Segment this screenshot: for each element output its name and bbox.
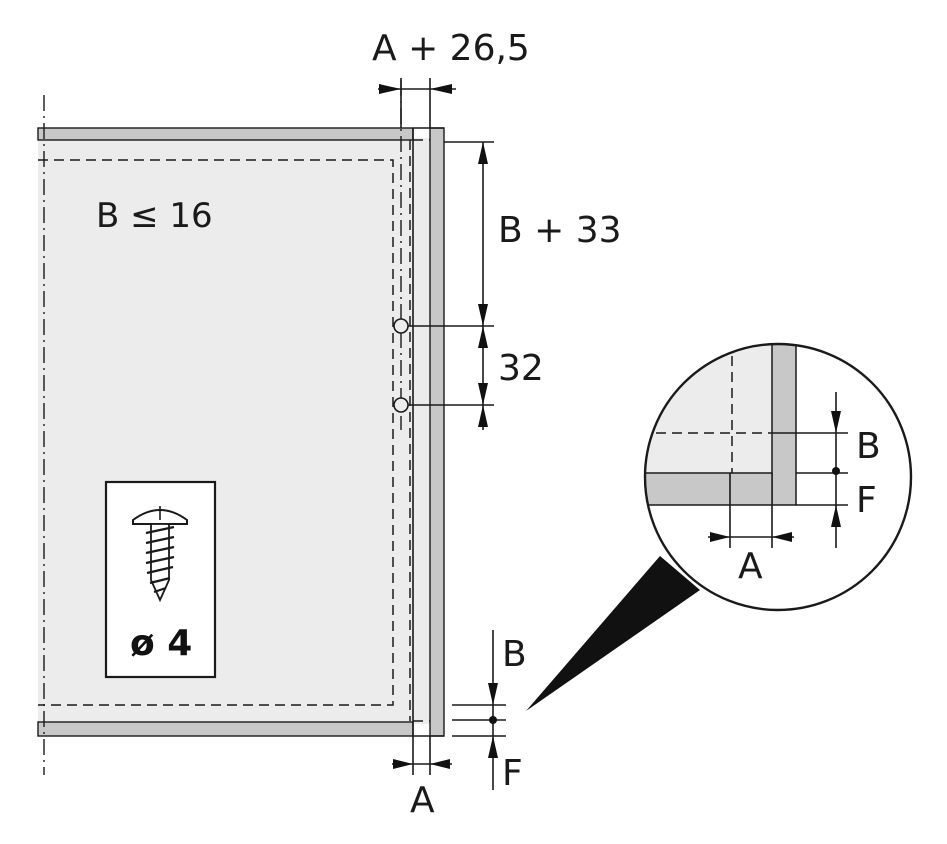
screw-icon xyxy=(132,506,188,603)
panel-note: B ≤ 16 xyxy=(96,196,213,236)
bottom-a-label: A xyxy=(410,780,435,821)
right-dimensions: B + 33 32 xyxy=(408,141,622,430)
detail-a-label: A xyxy=(738,546,763,587)
callout-wedge xyxy=(526,556,700,711)
screw-box: ø 4 xyxy=(104,480,217,679)
detail-f-label: F xyxy=(856,480,877,521)
bottom-dimensions: A B F xyxy=(392,630,527,821)
right-dimension-lower-label: 32 xyxy=(498,348,544,389)
mounting-hole-upper xyxy=(393,318,409,334)
right-dimension-upper-label: B + 33 xyxy=(498,210,622,251)
right-frame-strip xyxy=(429,127,445,737)
bottom-frame-strip xyxy=(37,721,414,737)
cabinet-panel xyxy=(37,80,445,775)
top-dimension: A + 26,5 xyxy=(372,28,530,128)
door-panel xyxy=(38,138,430,724)
bottom-b-label: B xyxy=(502,634,527,675)
bottom-f-label: F xyxy=(502,753,523,794)
detail-b-label: B xyxy=(856,426,881,467)
top-frame-strip xyxy=(37,127,414,141)
screw-size-label: ø 4 xyxy=(130,623,192,664)
top-dimension-label: A + 26,5 xyxy=(372,28,530,69)
mounting-hole-lower xyxy=(393,397,409,413)
detail-view: B F A xyxy=(643,342,913,612)
